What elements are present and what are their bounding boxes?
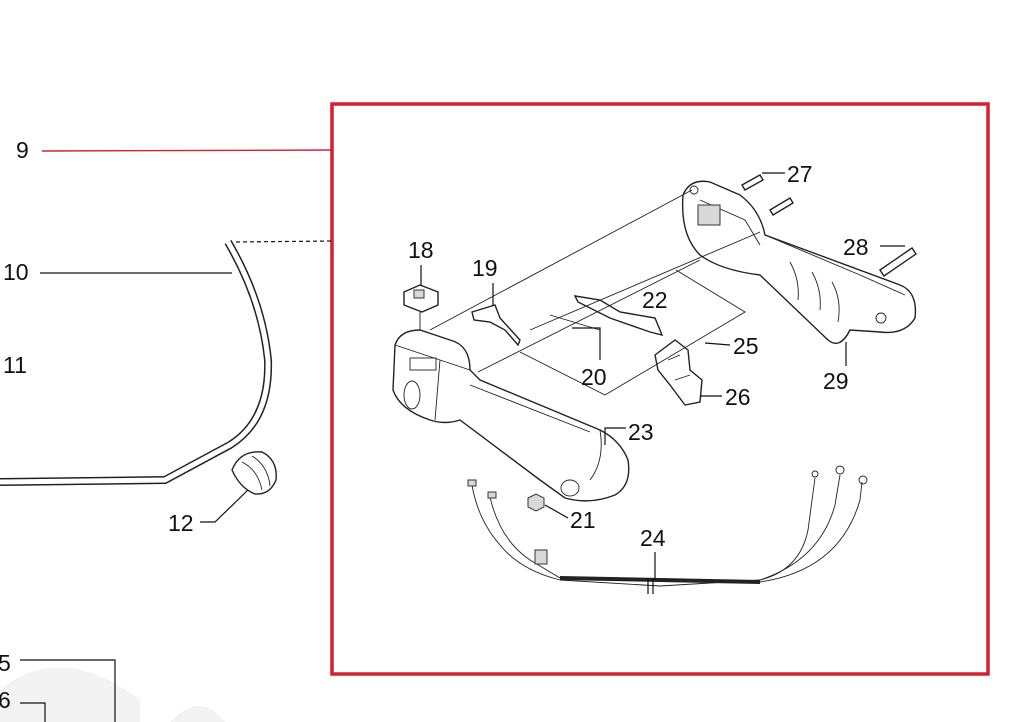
- clamp-part: [231, 451, 277, 495]
- watermark-shape: [170, 706, 225, 722]
- callout-label: 28: [843, 234, 869, 260]
- switch-part: [403, 284, 439, 313]
- callout-label: 25: [733, 333, 759, 359]
- screw-part: [879, 247, 917, 277]
- rear-housing-part: [681, 180, 917, 344]
- trigger-part: [654, 339, 703, 406]
- callout-10: 10: [3, 240, 333, 285]
- callout-27: 27: [762, 161, 813, 187]
- callout-21: 21: [544, 504, 596, 533]
- nut-part: [527, 493, 545, 512]
- callout-20: 20: [572, 327, 607, 390]
- screw-part: [741, 174, 764, 191]
- callout-11: 11: [3, 352, 27, 378]
- callout-label: 23: [628, 419, 654, 445]
- callout-label: 20: [581, 364, 607, 390]
- callout-26: 26: [700, 384, 751, 410]
- callout-label: 10: [3, 259, 29, 285]
- callout-label: 6: [0, 687, 11, 713]
- watermark-shape: [0, 667, 140, 722]
- callout-label: 5: [0, 650, 11, 676]
- callout-label: 26: [725, 384, 751, 410]
- lever-part: [471, 304, 521, 347]
- callout-9: 9: [16, 137, 333, 163]
- callout-22: 22: [642, 287, 668, 313]
- screw-part: [769, 197, 794, 216]
- callout-5: 5: [0, 650, 116, 722]
- callout-12: 12: [168, 489, 249, 536]
- callout-label: 19: [472, 255, 498, 281]
- callout-label: 29: [823, 368, 849, 394]
- callout-18: 18: [408, 237, 434, 286]
- callout-label: 11: [3, 352, 27, 378]
- handle-housing-part: [392, 329, 630, 502]
- highlight-box: [330, 102, 990, 676]
- callout-label: 24: [640, 525, 666, 551]
- callout-28: 28: [843, 234, 905, 260]
- callout-label: 22: [642, 287, 668, 313]
- callout-23: 23: [604, 419, 654, 445]
- callout-label: 27: [787, 161, 813, 187]
- callout-label: 18: [408, 237, 434, 263]
- throttle-lockout-part: [573, 295, 664, 337]
- callout-19: 19: [472, 255, 498, 306]
- wire-harness-part: [467, 465, 868, 594]
- callout-label: 21: [570, 507, 596, 533]
- callout-6: 6: [0, 687, 46, 722]
- callout-29: 29: [823, 342, 849, 394]
- callout-25: 25: [704, 333, 759, 359]
- callout-24: 24: [640, 525, 666, 580]
- callout-label: 12: [168, 510, 194, 536]
- callout-label: 9: [16, 137, 29, 163]
